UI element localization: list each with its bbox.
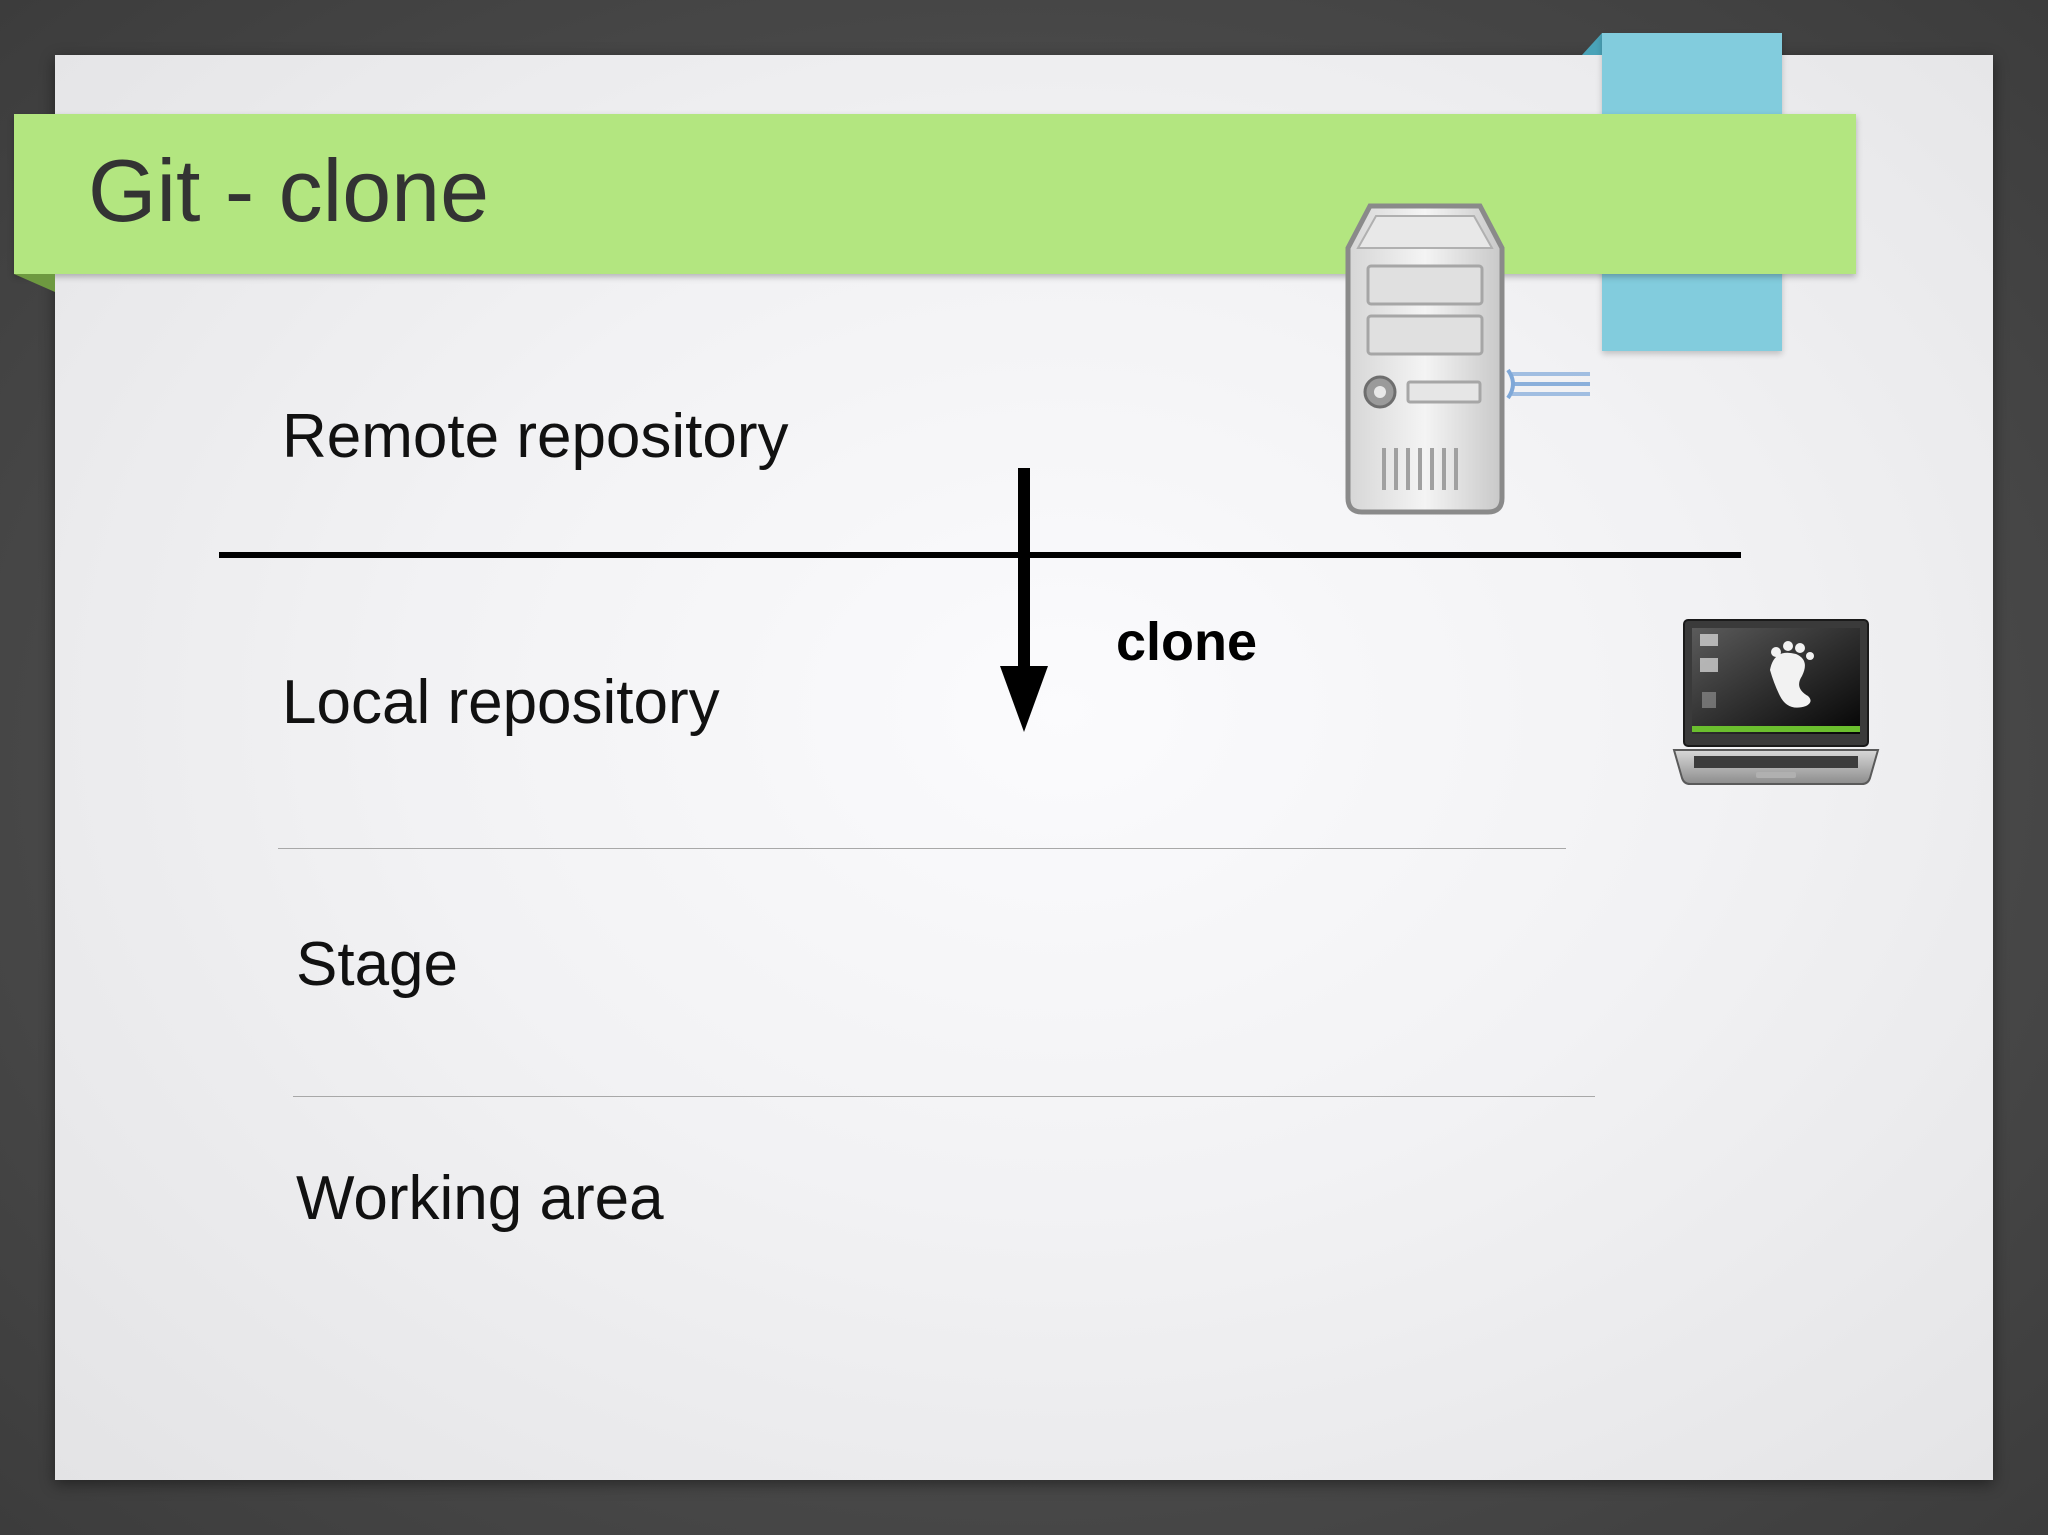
working-area-label: Working area xyxy=(296,1164,664,1233)
remote-local-divider xyxy=(219,552,1741,558)
clone-operation-label: clone xyxy=(1116,612,1258,672)
remote-repository-label: Remote repository xyxy=(282,402,789,471)
slide-title: Git - clone xyxy=(88,141,490,240)
stage-label: Stage xyxy=(296,930,459,999)
laptop-icon xyxy=(1672,619,1880,785)
local-stage-divider xyxy=(278,848,1566,849)
title-bar-fold xyxy=(14,274,55,292)
title-bar xyxy=(14,114,1856,274)
down-arrow-icon xyxy=(1000,468,1048,732)
accent-tab-fold xyxy=(1582,33,1602,55)
local-repository-label: Local repository xyxy=(282,668,720,737)
server-icon xyxy=(1276,203,1590,515)
stage-working-divider xyxy=(293,1096,1595,1097)
